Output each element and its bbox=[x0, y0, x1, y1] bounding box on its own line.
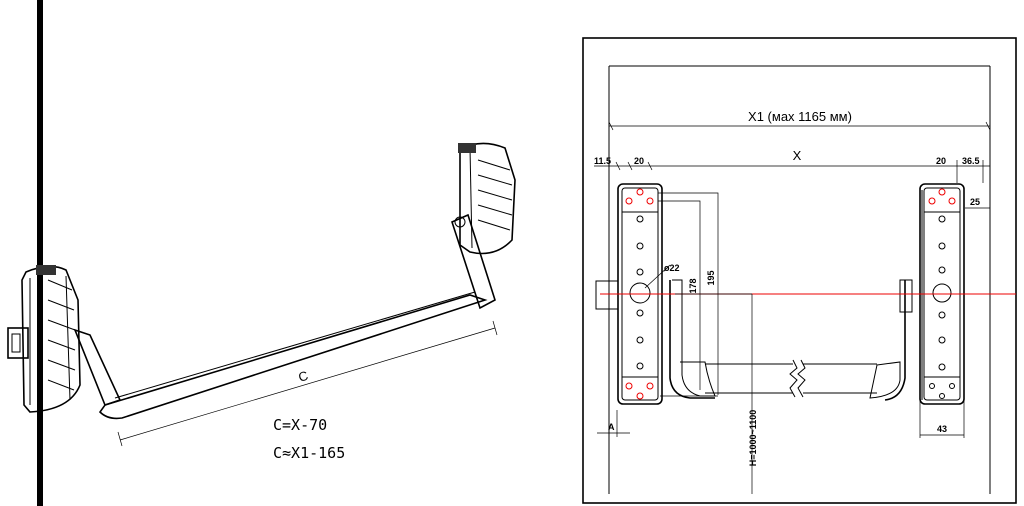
perspective-view: C C=X-70 C≈X1-165 bbox=[7, 0, 516, 506]
dim-11-5: 11.5 bbox=[594, 156, 611, 166]
x1-dimension-label: X1 (мах 1165 мм) bbox=[748, 109, 852, 124]
dim-25: 25 bbox=[970, 197, 980, 207]
right-lock-device: 43 bbox=[919, 183, 965, 438]
plan-view: X1 (мах 1165 мм) X 11.5 20 20 36.5 25 bbox=[582, 37, 1017, 504]
dim-diameter: ø22 bbox=[664, 263, 680, 273]
right-mechanism bbox=[451, 142, 516, 310]
dim-43: 43 bbox=[937, 424, 947, 434]
formula-c-x: C=X-70 bbox=[273, 416, 327, 434]
bar-length-label: C bbox=[296, 368, 309, 385]
dim-20-right: 20 bbox=[936, 156, 946, 166]
dim-20-left: 20 bbox=[634, 156, 644, 166]
left-mechanism bbox=[7, 265, 122, 413]
formula-c-x1: C≈X1-165 bbox=[273, 444, 345, 462]
dim-195: 195 bbox=[706, 270, 716, 285]
x-dimension-label: X bbox=[793, 148, 802, 163]
dim-178: 178 bbox=[688, 278, 698, 293]
drawing-frame bbox=[582, 37, 1017, 504]
dim-height: H=1000~1100 bbox=[748, 410, 758, 467]
push-bar-plan bbox=[669, 279, 913, 401]
push-bar: C bbox=[98, 291, 498, 447]
door-edge bbox=[37, 0, 43, 506]
dim-a: A bbox=[608, 422, 615, 432]
dim-36-5: 36.5 bbox=[962, 156, 980, 166]
